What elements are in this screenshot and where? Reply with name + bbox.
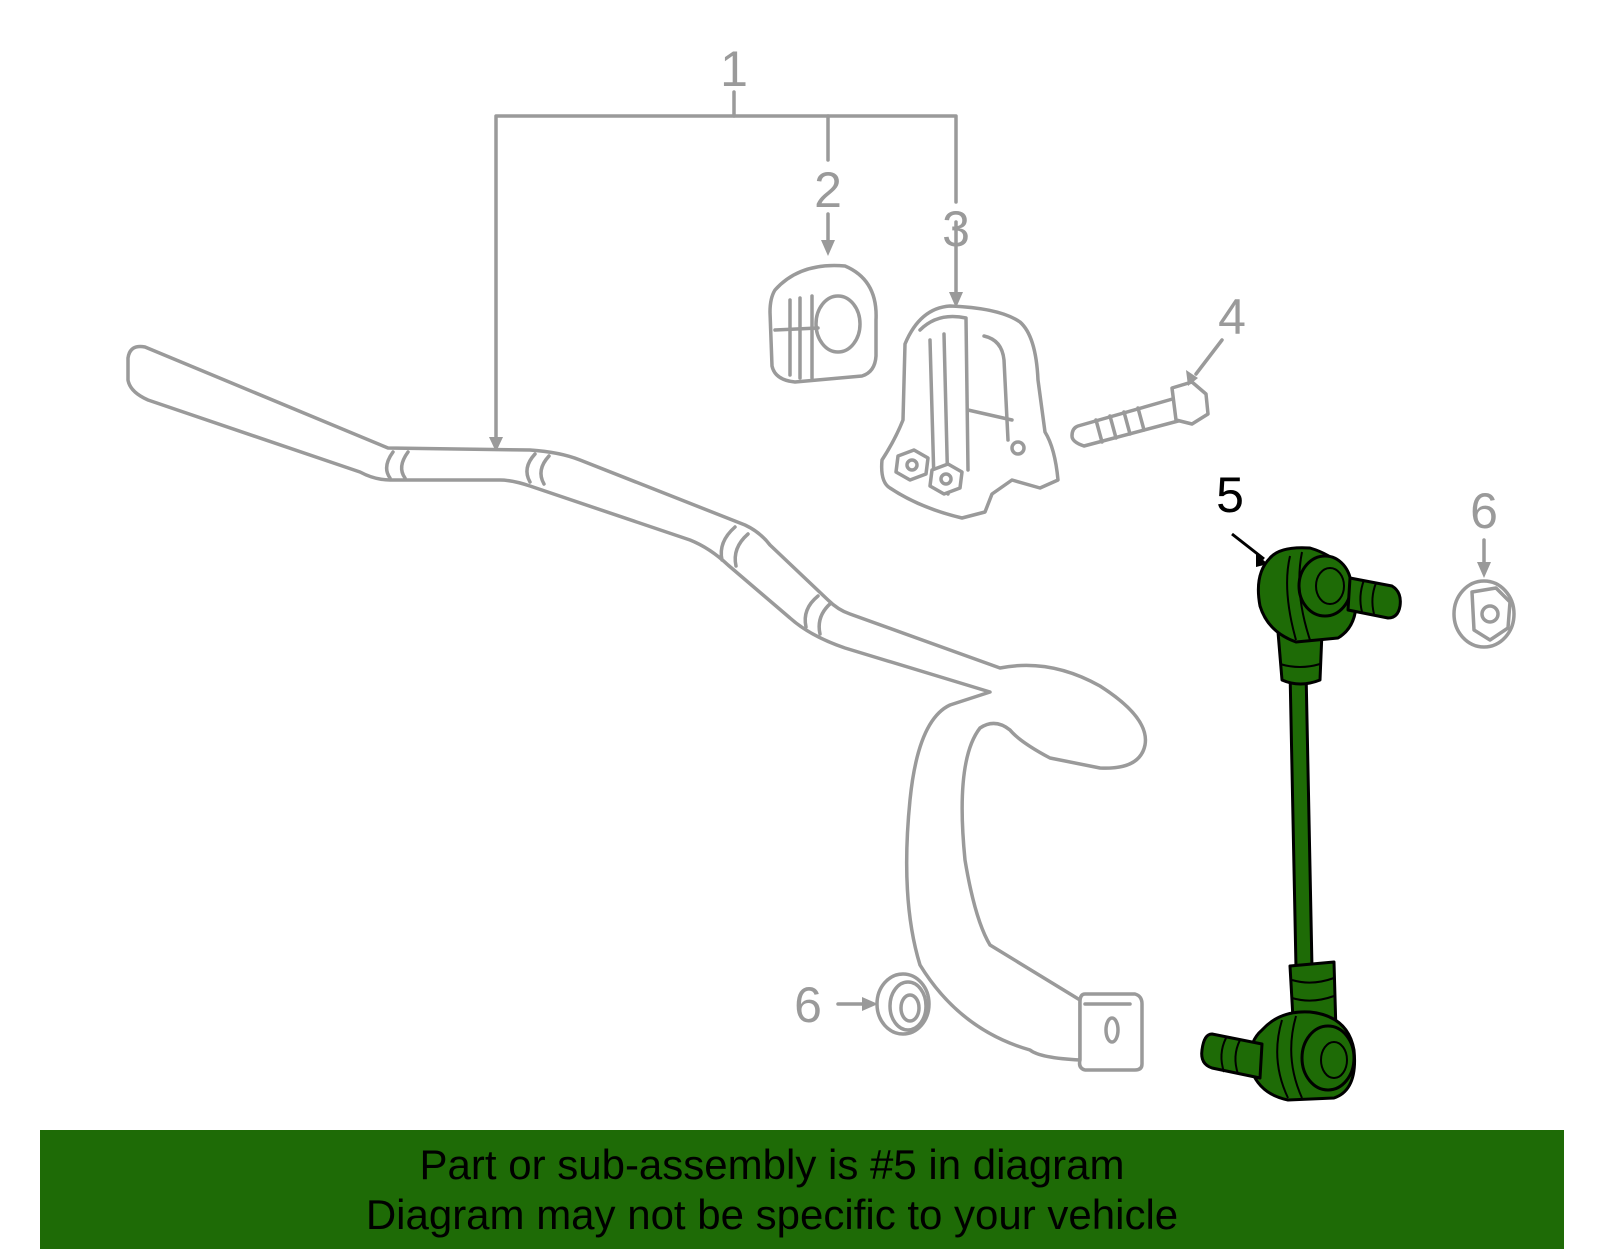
link-lower-stud — [1200, 1032, 1264, 1080]
bolt — [1070, 338, 1224, 448]
bushing — [768, 263, 878, 384]
stabilizer-link — [1200, 532, 1402, 1102]
stabilizer-bar — [126, 344, 1148, 1072]
callout-2: 2 — [814, 162, 842, 218]
callout-6-top: 6 — [1470, 483, 1498, 539]
callout-1-leader — [489, 90, 958, 452]
callout-1: 1 — [720, 41, 748, 97]
callout-4: 4 — [1218, 289, 1246, 345]
callout-6-bottom: 6 — [794, 977, 822, 1033]
link-upper-sleeve — [1276, 630, 1324, 686]
caption-banner: Part or sub-assembly is #5 in diagram Di… — [40, 1130, 1564, 1249]
link-shaft — [1288, 668, 1314, 970]
mounting-bracket — [879, 220, 1060, 520]
caption-line-2: Diagram may not be specific to your vehi… — [365, 1190, 1179, 1238]
flange-nut-bottom — [836, 972, 931, 1036]
flange-nut-top — [1452, 538, 1516, 649]
callout-3: 3 — [942, 201, 970, 257]
callout-5: 5 — [1216, 467, 1244, 523]
callout-2-leader — [821, 212, 835, 256]
caption-line-1: Part or sub-assembly is #5 in diagram — [419, 1140, 1125, 1188]
